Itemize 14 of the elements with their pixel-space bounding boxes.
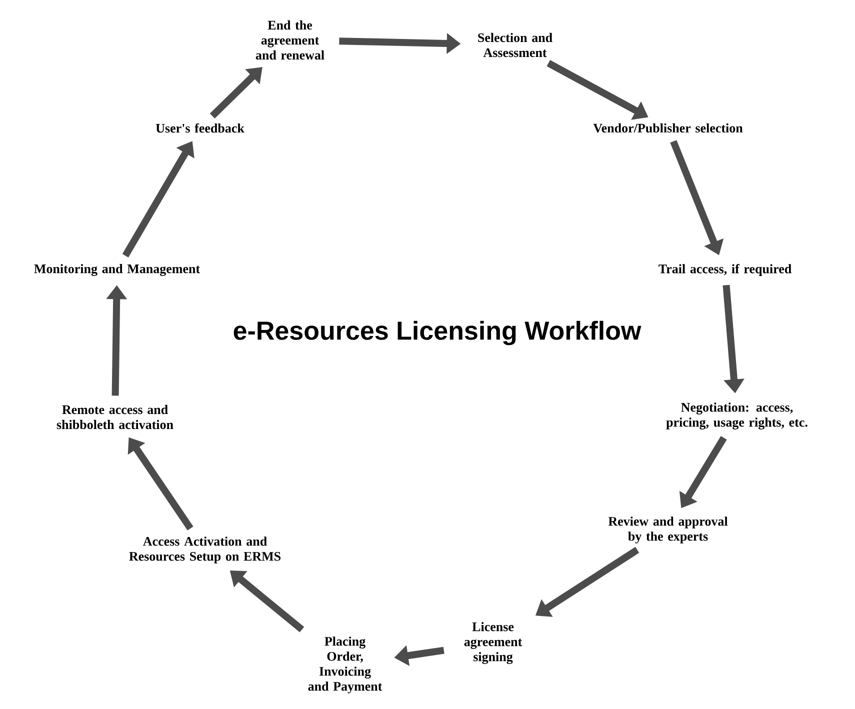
step-label: Access Activation and Resources Setup on ERMS [129, 536, 281, 564]
step-label: User's feedback [156, 123, 244, 133]
step-label: License agreement signing [464, 622, 522, 664]
step-label: Negotiation: access, pricing, usage rights, etc. [666, 402, 808, 430]
step-label: Vendor/Publisher selection [593, 123, 743, 133]
step-label: Placing Order, Invoicing and Payment [308, 636, 382, 694]
step-label: Review and approval by the experts [608, 516, 728, 544]
title: e-Resources Licensing Workflow [234, 320, 642, 346]
step-label: Remote access and shibboleth activation [56, 404, 174, 430]
step-label: Selection and Assessment [478, 32, 552, 58]
arrow [210, 67, 262, 118]
step-label: Monitoring and Management [34, 264, 200, 276]
step-label: End the agreement and renewal [256, 20, 324, 60]
step-label: Trail access, if required [658, 264, 792, 276]
